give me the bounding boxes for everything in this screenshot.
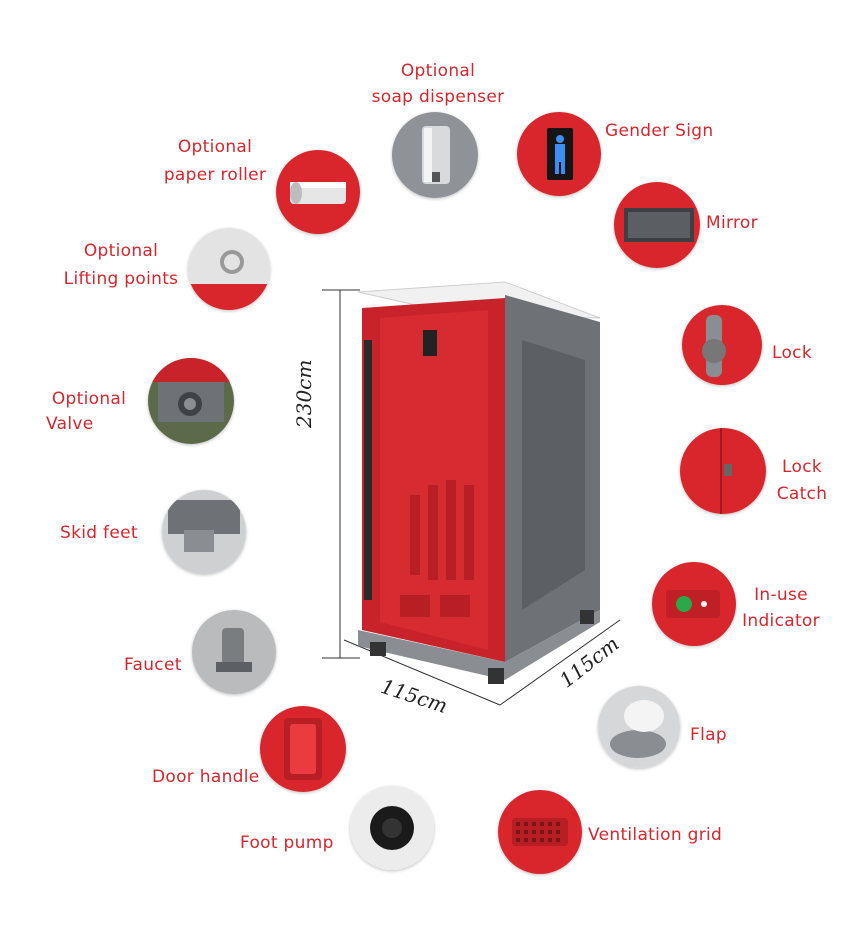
mirror-label: Mirror [706,213,758,233]
lock-catch-photo [680,428,766,514]
roller-label-line2: paper roller [163,165,267,185]
foot-pump-photo [350,786,434,870]
gender-sign-photo [517,112,601,196]
valve-label-line1: Optional [51,389,127,409]
valve-label: Optional Valve [46,388,132,435]
catch-label-line2: Catch [776,484,828,504]
lock-photo [682,305,762,385]
faucet-label: Faucet [124,655,182,675]
flap-label: Flap [690,725,727,745]
lifting-label-line1: Optional [83,241,159,261]
lifting-points-label: Optional Lifting points [58,240,184,290]
lock-catch-label: Lock Catch [770,456,834,505]
soap-label-line2: soap dispenser [371,87,505,107]
in-use-indicator-photo [652,562,736,646]
paper-roller-photo [276,150,360,234]
ventilation-grid-label: Ventilation grid [588,825,723,845]
flap-photo [598,686,680,768]
soap-dispenser-photo [392,112,478,198]
soap-label-line1: Optional [400,61,476,81]
soap-dispenser-label: Optional soap dispenser [368,60,508,108]
faucet-photo [192,610,276,694]
lock-label: Lock [772,343,812,363]
mirror-photo [614,182,700,268]
gender-sign-label: Gender Sign [605,121,714,141]
skid-feet-label: Skid feet [60,523,138,543]
inuse-label-line1: In-use [754,585,808,605]
lifting-point-photo [188,228,270,310]
valve-label-line2: Valve [46,414,94,434]
inuse-label-line2: Indicator [742,611,820,631]
height-dimension: 230cm [292,359,316,428]
ventilation-grid-photo [498,790,582,874]
roller-label-line1: Optional [177,137,253,157]
door-handle-photo [260,706,346,792]
catch-label-line1: Lock [782,457,822,477]
valve-photo [148,358,234,444]
foot-pump-label: Foot pump [240,833,334,853]
skid-feet-photo [162,490,246,574]
paper-roller-label: Optional paper roller [160,136,270,186]
door-handle-label: Door handle [152,767,260,787]
in-use-label: In-use Indicator [738,584,824,632]
lifting-label-line2: Lifting points [63,269,179,289]
portable-toilet-illustration [300,270,630,740]
